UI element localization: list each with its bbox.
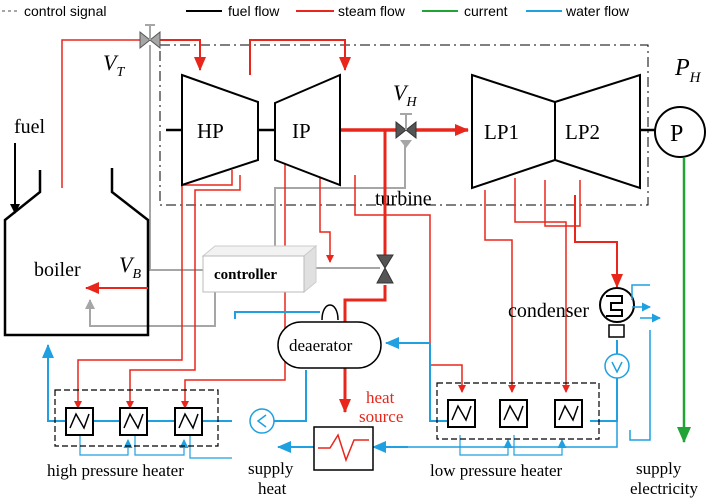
water-to-boiler [42, 344, 232, 422]
control-line-vb [85, 290, 216, 327]
ip-label: IP [292, 119, 311, 143]
boiler-unit: fuel boiler [3, 116, 150, 337]
steam-hp-to-heater2 [126, 175, 241, 409]
supply-heat-label-2: heat [258, 479, 287, 498]
condenser-label: condenser [508, 300, 589, 322]
fuel-label: fuel [14, 116, 46, 138]
control-line-vh [274, 140, 406, 260]
lp2-turbine [554, 73, 641, 190]
hp-heater-2 [119, 407, 148, 436]
steam-hp-to-heater1 [74, 170, 233, 409]
ip-turbine [274, 73, 341, 187]
lp1-label: LP1 [484, 120, 519, 144]
vt-label: VT [103, 50, 125, 80]
water-lp-drain [408, 421, 618, 448]
valve-vh [395, 113, 417, 148]
legend-current-label: current [464, 3, 508, 19]
boiler-outline [3, 168, 150, 337]
steam-ip-to-deaerator [319, 165, 334, 263]
ph-label: PH [674, 55, 702, 86]
valve-extraction [376, 254, 394, 284]
cooling-return [629, 330, 651, 441]
lp2-label: LP2 [565, 120, 600, 144]
legend-fuel-label: fuel flow [228, 3, 280, 19]
water-to-deaerator-top [234, 311, 320, 319]
condenser-unit [599, 287, 635, 338]
hp-label: HP [197, 119, 224, 143]
steam-ip-to-lpheater1 [354, 175, 466, 393]
controller-box [201, 244, 318, 294]
heater-drains [79, 435, 567, 459]
steam-boiler-to-vt [61, 39, 140, 188]
turbine-label: turbine [375, 188, 432, 210]
hp-heater-1 [65, 407, 94, 436]
legend-water-label: water flow [565, 3, 630, 19]
deaerator [277, 321, 382, 369]
legend-control-label: control signal [24, 3, 107, 19]
feed-pump [249, 408, 275, 434]
steam-lp-to-lpheater3 [514, 178, 570, 393]
high-pressure-heater-label: high pressure heater [47, 461, 184, 480]
steam-lp-to-lpheater2 [484, 190, 516, 393]
heat-exchanger-coil [318, 433, 369, 463]
deaerator-label: deaerator [289, 336, 353, 355]
low-pressure-heater-label: low pressure heater [430, 461, 563, 480]
supply-heat-label-1: supply [248, 459, 294, 478]
heat-source-label-1: heat [366, 388, 395, 407]
supply-electricity-label-2: electricity [630, 479, 698, 498]
high-pressure-heater-group [54, 389, 219, 447]
boiler-label: boiler [34, 259, 81, 281]
steam-lp-link [544, 180, 581, 227]
steam-lp-to-condenser [574, 195, 623, 288]
valve-vt [139, 24, 161, 50]
steam-hp-to-ip [249, 39, 351, 75]
control-line-vt [149, 45, 215, 271]
low-pressure-heater-group [436, 382, 600, 440]
steam-vt-to-hp [160, 39, 206, 71]
supply-electricity-label-1: supply [636, 459, 682, 478]
condensate-pump [604, 353, 630, 379]
water-deaerator-to-pump [274, 370, 307, 422]
hp-heater-3 [174, 407, 203, 436]
water-pump-to-lp [590, 378, 618, 422]
generator [654, 106, 706, 158]
controller-label: controller [214, 267, 277, 283]
heat-source-label-2: source [359, 407, 403, 426]
vb-label: VB [119, 252, 141, 282]
control-signal-lines [85, 45, 406, 327]
generator-label: P [670, 121, 683, 147]
lp-heater-2 [499, 399, 528, 428]
lp-heater-1 [447, 399, 476, 428]
lp-heater-3 [554, 399, 583, 428]
legend: control signal fuel flow steam flow curr… [2, 3, 630, 19]
deaerator-dome [321, 304, 339, 321]
vh-label: VH [393, 80, 417, 110]
cooling-in [631, 284, 650, 300]
steam-flow-lines [61, 39, 623, 413]
turbine-boundary [159, 44, 649, 206]
legend-steam-label: steam flow [338, 3, 406, 19]
hp-turbine [181, 73, 259, 187]
